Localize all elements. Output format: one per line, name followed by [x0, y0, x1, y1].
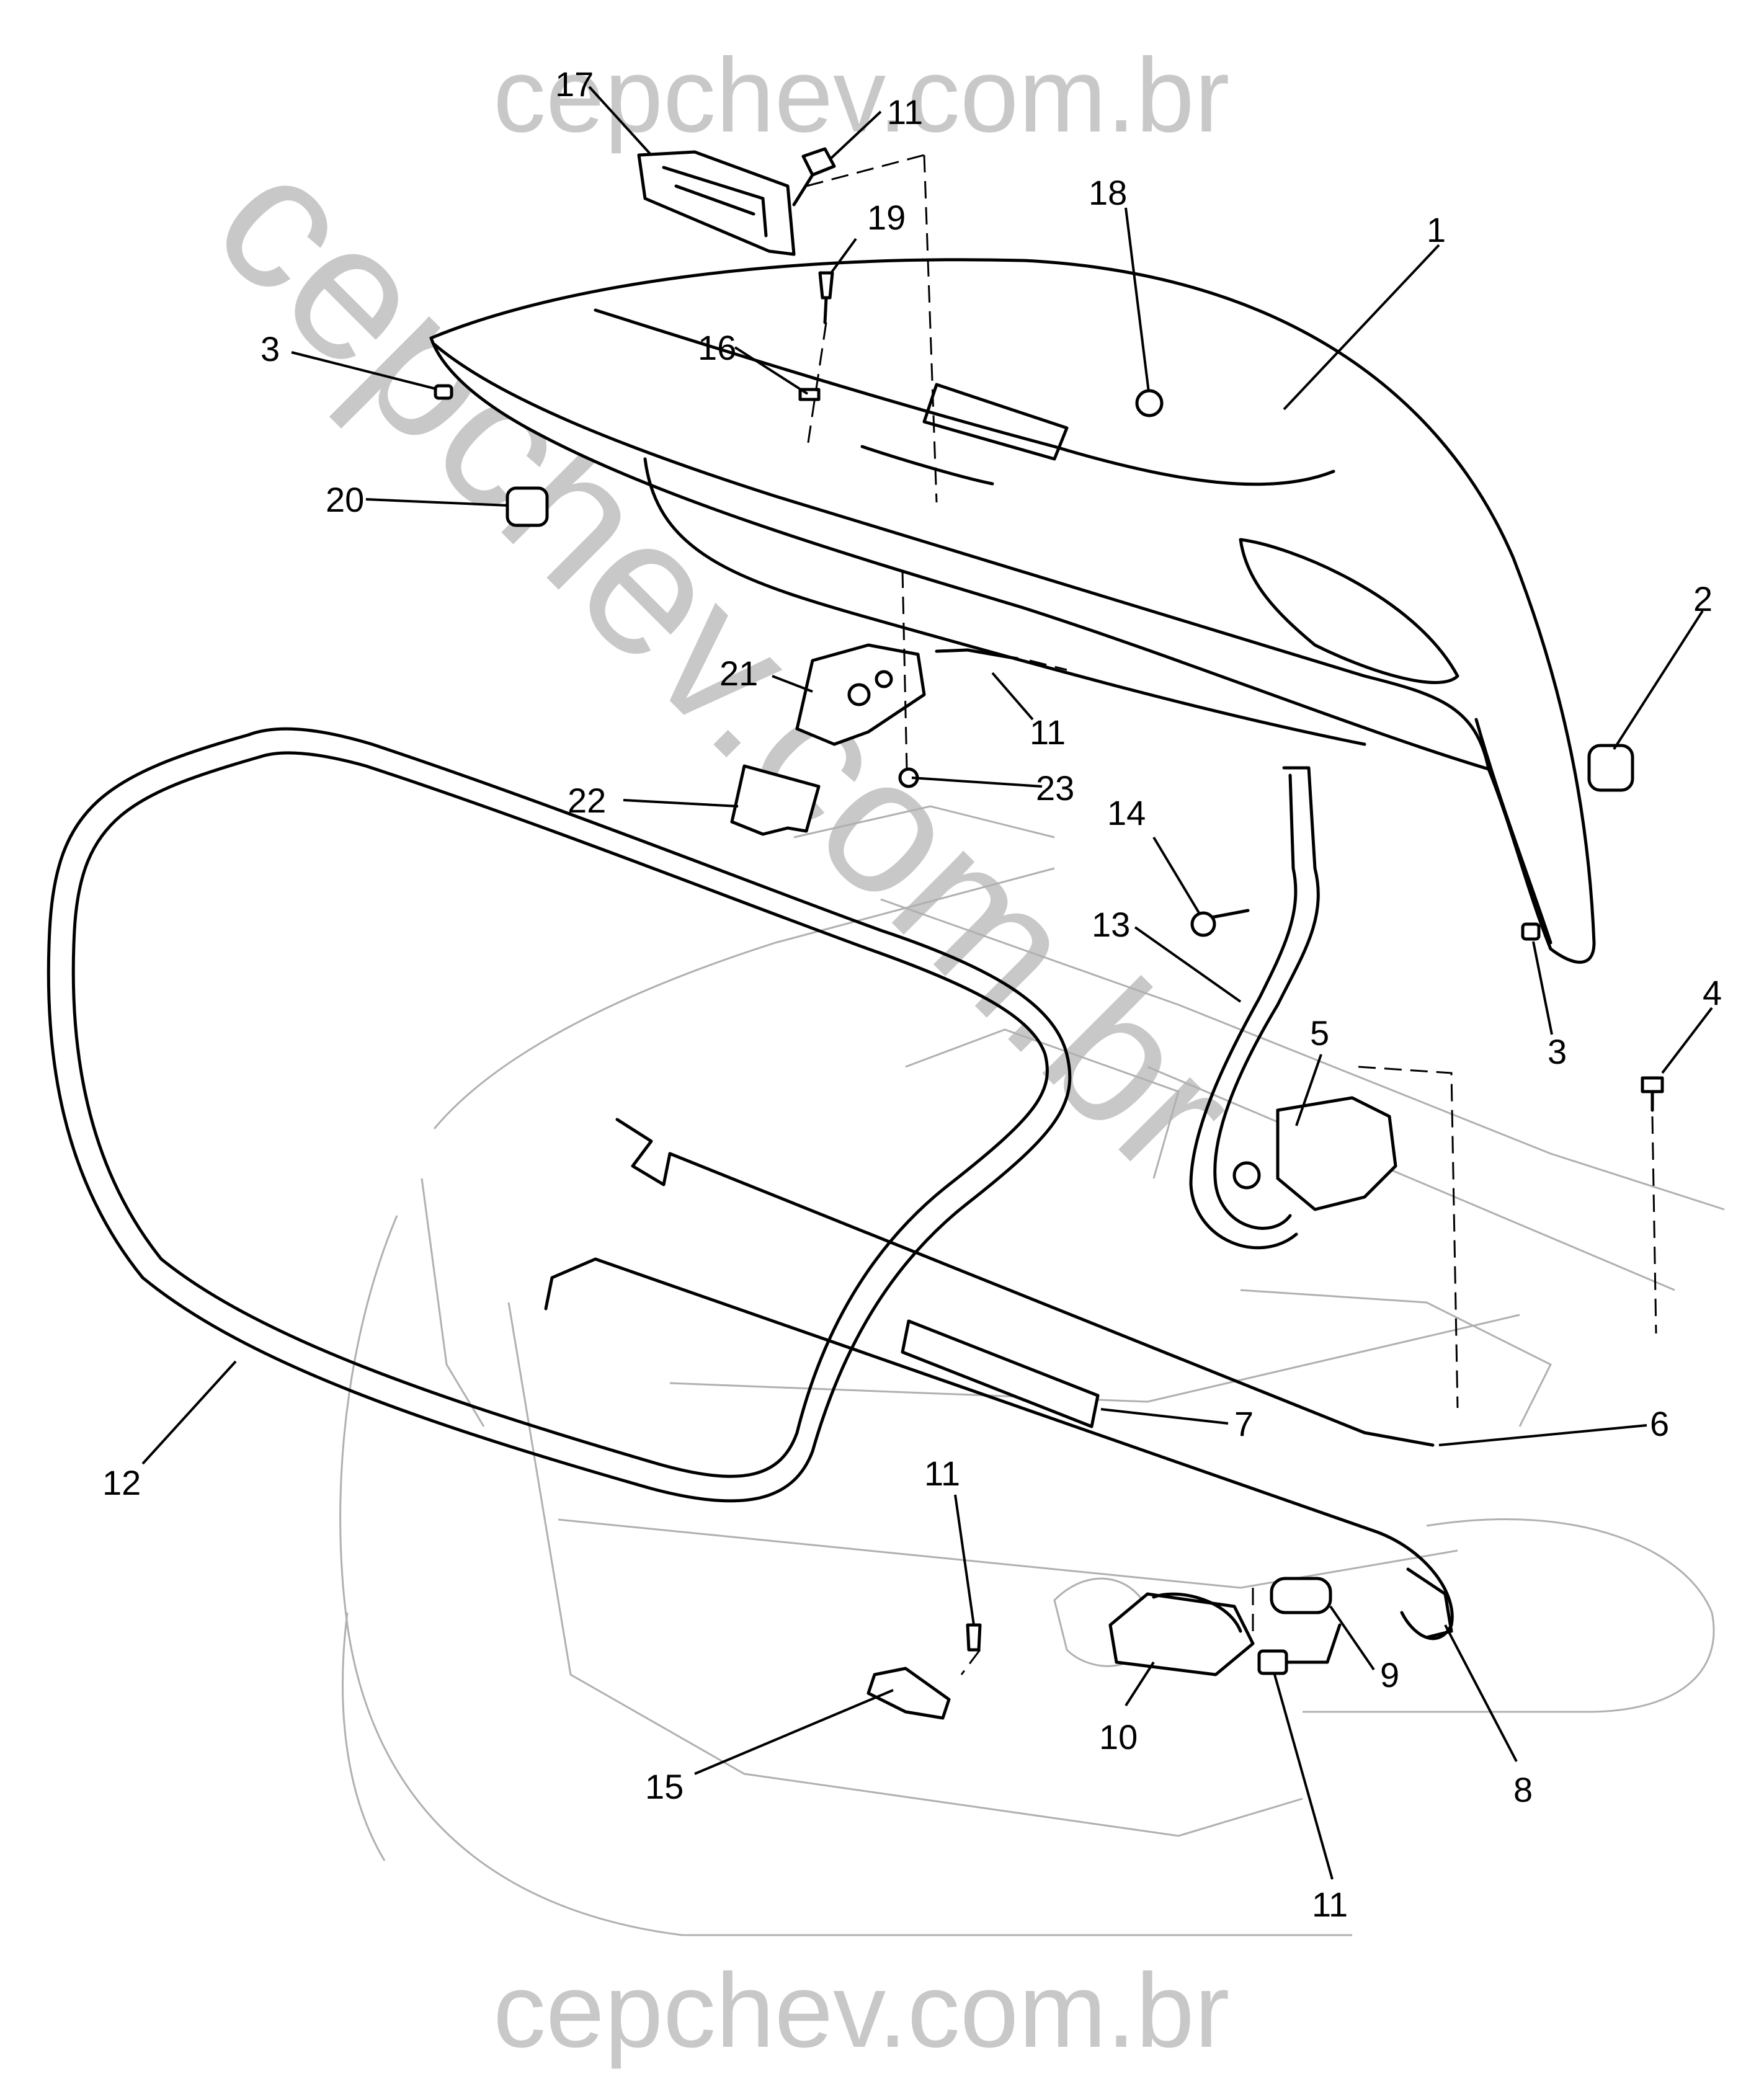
callout-18: 17	[555, 65, 594, 104]
vehicle-body-outline	[339, 805, 1725, 1936]
bumper-3-left	[434, 384, 453, 400]
callout-17: 16	[698, 328, 736, 367]
callout-1: 1	[1427, 210, 1446, 249]
bulb-9	[1270, 1577, 1332, 1614]
nut-19	[1135, 389, 1164, 417]
trunk-lid	[429, 258, 1596, 964]
bolt-20	[818, 271, 834, 324]
connector-11-lower	[1257, 1649, 1288, 1675]
callout-3-left: 3	[261, 329, 280, 368]
callout-16: 14	[1107, 793, 1146, 832]
weatherstrip-14	[47, 727, 1072, 1503]
callout-10: 10	[1099, 1717, 1138, 1756]
watermark-top: cepchev.com.br	[493, 37, 1229, 154]
callout-4: 4	[1703, 973, 1722, 1012]
callout-12: 11	[924, 1454, 960, 1493]
callout-8: 8	[1513, 1770, 1533, 1809]
stop-lamp-assembly	[637, 150, 796, 256]
bumper-21	[506, 486, 549, 527]
bolt-16-head	[1190, 911, 1216, 937]
torsion-rod-6-lower	[544, 1257, 1454, 1640]
callout-15: 13	[1092, 905, 1130, 944]
callout-14: 12	[102, 1463, 141, 1502]
wire-11-lower	[1285, 1623, 1342, 1664]
callout-22: 21	[719, 654, 758, 693]
callout-9: 9	[1380, 1655, 1399, 1694]
assembly-lines	[806, 154, 1657, 1675]
wire-11-top	[792, 173, 814, 207]
rod-15-inner	[1189, 773, 1298, 1250]
callout-3-right: 3	[1548, 1032, 1567, 1071]
callout-23: 22	[568, 781, 606, 820]
callout-7: 7	[1234, 1404, 1254, 1443]
wire-harness-11-mid	[935, 648, 1019, 661]
rod-15	[1213, 766, 1320, 1230]
rod-end-8	[1406, 1567, 1453, 1639]
connector-11-top	[801, 147, 836, 177]
bumper-2	[1587, 744, 1634, 792]
hinge-5	[1232, 1096, 1397, 1211]
latch-22	[795, 643, 926, 746]
torsion-rod-6-upper	[615, 1118, 1435, 1447]
callout-19: 18	[1089, 173, 1127, 212]
callout-11-mid: 11	[1030, 713, 1066, 752]
callout-13: 15	[645, 1767, 684, 1806]
callout-11-bottom: 11	[1312, 1885, 1348, 1924]
callout-5: 5	[1310, 1013, 1329, 1053]
bolt-4	[1641, 1076, 1664, 1112]
callout-2: 2	[1693, 579, 1713, 618]
lamp-10	[1108, 1592, 1255, 1676]
damper-7	[901, 1319, 1100, 1428]
callout-11-top: 11	[887, 92, 923, 131]
callout-labels: 17 11 19 18 1 3 16 2 20 21 11 22 23 14 1…	[102, 65, 1722, 1924]
watermark-bottom: cepchev.com.br	[493, 1952, 1229, 2070]
striker-13	[866, 1667, 951, 1720]
leader-lines	[141, 86, 1713, 1880]
bolt-12	[966, 1623, 982, 1652]
callout-21: 20	[326, 480, 364, 519]
callout-20: 19	[867, 198, 906, 237]
striker-cover-23	[730, 764, 821, 836]
bumper-3-right	[1521, 922, 1541, 941]
callout-24: 23	[1036, 768, 1074, 808]
callout-6: 6	[1650, 1404, 1669, 1443]
